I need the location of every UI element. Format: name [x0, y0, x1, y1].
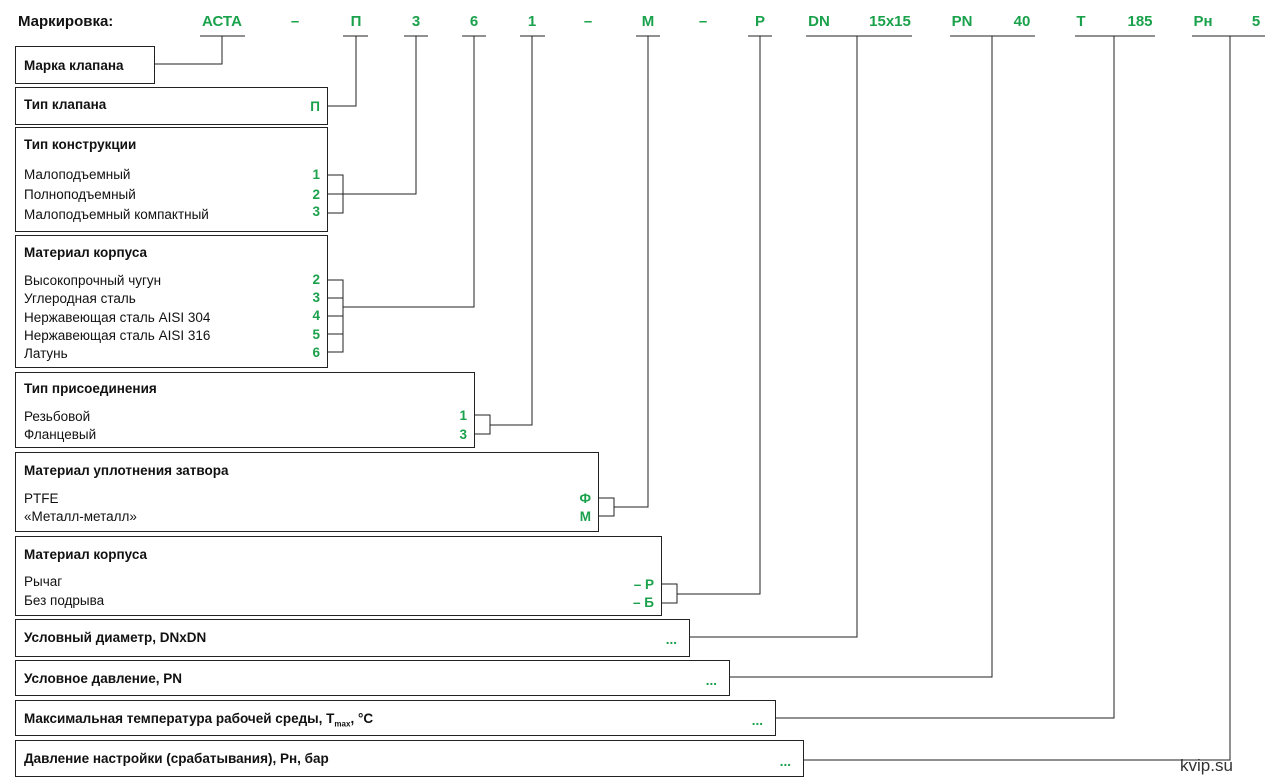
body-material2-option-label: Без подрыва	[24, 593, 105, 608]
connection-option-value: 1	[459, 408, 467, 423]
connection-option-label: Фланцевый	[24, 427, 97, 442]
body-material-option-label: Нержавеющая сталь AISI 316	[24, 328, 211, 343]
code-pset-label: Рн	[1193, 13, 1213, 30]
body-material2-title: Материал корпуса	[24, 547, 147, 562]
brand-title: Марка клапана	[24, 58, 124, 73]
construction-option-label: Малоподъемный компактный	[24, 207, 209, 222]
code-connection: 1	[527, 13, 537, 30]
code-seal: М	[641, 13, 655, 30]
valve-type-box: Тип клапана П	[15, 87, 328, 125]
construction-option-label: Малоподъемный	[24, 167, 131, 182]
body-material-option-label: Латунь	[24, 346, 68, 361]
code-dash-3: –	[698, 13, 708, 30]
body-material-option-value: 2	[312, 272, 320, 287]
temperature-title: Максимальная температура рабочей среды, …	[24, 711, 373, 729]
body-material-option-value: 3	[312, 290, 320, 305]
setpoint-title: Давление настройки (срабатывания), Рн, б…	[24, 751, 329, 766]
seal-option-value: М	[579, 509, 591, 524]
valve-type-value: П	[310, 99, 320, 114]
code-pn-label: PN	[951, 13, 973, 30]
body-material-option-label: Углеродная сталь	[24, 291, 136, 306]
body-material-option-label: Нержавеющая сталь AISI 304	[24, 310, 211, 325]
marking-title: Маркировка:	[18, 13, 114, 30]
construction-option-label: Полноподъемный	[24, 187, 136, 202]
construction-option-value: 3	[312, 204, 320, 219]
seal-box: Материал уплотнения затвора PTFE Ф «Мета…	[15, 452, 599, 532]
setpoint-value: ...	[779, 754, 791, 769]
code-brand: АСТА	[202, 13, 242, 30]
seal-title: Материал уплотнения затвора	[24, 463, 229, 478]
construction-option-value: 2	[312, 187, 320, 202]
pressure-value: ...	[705, 673, 717, 688]
diameter-box: Условный диаметр, DNxDN ...	[15, 619, 690, 657]
body-material-option-label: Высокопрочный чугун	[24, 273, 162, 288]
code-body-material: 6	[469, 13, 479, 30]
body-material2-option-value: – Б	[633, 595, 654, 610]
body-material-option-value: 4	[312, 308, 320, 323]
body-material2-option-value: – Р	[633, 577, 654, 592]
body-material-box: Материал корпуса Высокопрочный чугун 2 У…	[15, 235, 328, 368]
temperature-title-sub: max	[334, 719, 351, 729]
code-t-value: 185	[1127, 13, 1153, 30]
construction-box: Тип конструкции Малоподъемный 1 Полнопод…	[15, 127, 328, 232]
code-lever: Р	[754, 13, 765, 30]
seal-option-label: «Металл-металл»	[24, 509, 137, 524]
body-material-option-value: 6	[312, 345, 320, 360]
pressure-title: Условное давление, PN	[24, 671, 182, 686]
code-dash-2: –	[583, 13, 593, 30]
connection-title: Тип присоединения	[24, 381, 157, 396]
body-material-option-value: 5	[312, 327, 320, 342]
code-construction: 3	[411, 13, 421, 30]
temperature-title-main: Максимальная температура рабочей среды, …	[24, 711, 335, 726]
body-material2-box: Материал корпуса Рычаг – Р Без подрыва –…	[15, 536, 662, 616]
construction-option-value: 1	[312, 167, 320, 182]
code-t-label: Т	[1076, 13, 1086, 30]
temperature-box: Максимальная температура рабочей среды, …	[15, 700, 776, 736]
watermark: kvip.su	[1180, 756, 1233, 775]
code-pset-value: 5	[1251, 13, 1261, 30]
code-dn-label: DN	[808, 13, 830, 30]
brand-box: Марка клапана	[15, 46, 155, 84]
code-valve-type: П	[350, 13, 362, 30]
temperature-title-end: , °С	[350, 711, 374, 726]
connection-option-label: Резьбовой	[24, 409, 91, 424]
valve-type-title: Тип клапана	[24, 97, 107, 112]
setpoint-box: Давление настройки (срабатывания), Рн, б…	[15, 740, 804, 777]
body-material2-option-label: Рычаг	[24, 574, 63, 589]
diameter-value: ...	[665, 632, 677, 647]
connection-option-value: 3	[459, 427, 467, 442]
connection-box: Тип присоединения Резьбовой 1 Фланцевый …	[15, 372, 475, 448]
pressure-box: Условное давление, PN ...	[15, 660, 730, 696]
construction-title: Тип конструкции	[24, 137, 137, 152]
body-material-title: Материал корпуса	[24, 245, 147, 260]
code-pn-value: 40	[1013, 13, 1031, 30]
diameter-title: Условный диаметр, DNxDN	[24, 630, 207, 645]
seal-option-value: Ф	[579, 491, 591, 506]
code-dn-value: 15х15	[869, 13, 911, 30]
temperature-value: ...	[751, 713, 763, 728]
code-dash-1: –	[290, 13, 300, 30]
seal-option-label: PTFE	[24, 491, 59, 506]
